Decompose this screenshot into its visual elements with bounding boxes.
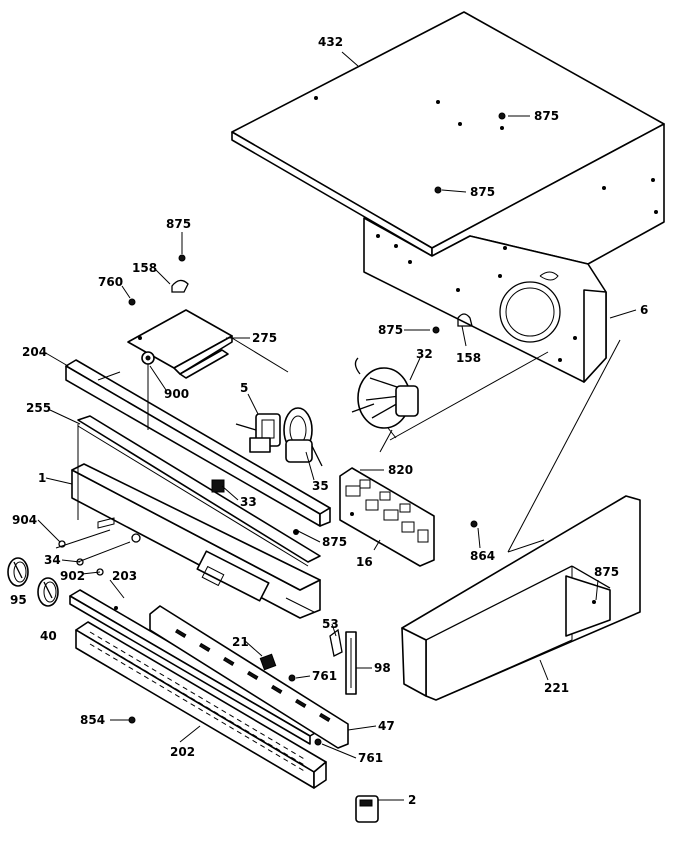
side-panel xyxy=(401,495,641,701)
lower-screws xyxy=(128,520,478,746)
rear-panel xyxy=(363,217,607,383)
callout-760: 760 xyxy=(98,275,123,289)
callout-221: 221 xyxy=(544,681,569,695)
callout-34: 34 xyxy=(44,553,61,567)
callout-5: 5 xyxy=(240,381,248,395)
callout-761-b: 761 xyxy=(358,751,383,765)
door-lock-assembly xyxy=(283,407,323,467)
callout-875-top: 875 xyxy=(534,109,559,123)
callout-95: 95 xyxy=(10,593,27,607)
grommet-900 xyxy=(141,351,155,365)
callout-875-fan: 875 xyxy=(378,323,403,337)
callout-35: 35 xyxy=(312,479,329,493)
front-panel-slots xyxy=(174,628,331,722)
knob-40 xyxy=(37,577,59,607)
vent-grille-slots xyxy=(89,631,307,773)
callout-33: 33 xyxy=(240,495,257,509)
callout-875-panel: 875 xyxy=(322,535,347,549)
part-21 xyxy=(259,653,277,671)
leader-lines xyxy=(37,51,637,801)
front-panel xyxy=(149,605,349,749)
callout-53: 53 xyxy=(322,617,339,631)
callout-6: 6 xyxy=(640,303,648,317)
spacer-strip xyxy=(77,415,321,567)
callout-875-bracket: 875 xyxy=(166,217,191,231)
callout-900: 900 xyxy=(164,387,189,401)
callout-21: 21 xyxy=(232,635,249,649)
callout-158-fan: 158 xyxy=(456,351,481,365)
bracket xyxy=(127,254,233,379)
callout-labels: 432 875 875 6 875 158 32 820 16 864 875 … xyxy=(10,35,648,807)
trim-strip xyxy=(65,359,331,527)
assembly-lines xyxy=(55,337,621,613)
callout-761-a: 761 xyxy=(312,669,337,683)
knob-95 xyxy=(7,557,29,587)
top-cover xyxy=(231,11,665,265)
callout-255: 255 xyxy=(26,401,51,415)
callout-47: 47 xyxy=(378,719,395,733)
control-board xyxy=(339,467,435,567)
callout-98: 98 xyxy=(374,661,391,675)
convection-fan xyxy=(351,357,419,439)
part-98 xyxy=(345,631,357,695)
rear-screws xyxy=(432,112,506,334)
callout-32: 32 xyxy=(416,347,433,361)
latch-motor xyxy=(235,413,281,453)
callout-432: 432 xyxy=(318,35,343,49)
callout-275: 275 xyxy=(252,331,277,345)
callout-854: 854 xyxy=(80,713,105,727)
control-panel xyxy=(71,463,321,619)
callout-904: 904 xyxy=(12,513,37,527)
callout-202: 202 xyxy=(170,745,195,759)
callout-40: 40 xyxy=(40,629,57,643)
callout-203: 203 xyxy=(112,569,137,583)
callout-204: 204 xyxy=(22,345,47,359)
callout-820: 820 xyxy=(388,463,413,477)
callout-2: 2 xyxy=(408,793,416,807)
callout-875-mid: 875 xyxy=(470,185,495,199)
callout-16: 16 xyxy=(356,555,373,569)
callout-864-right: 864 xyxy=(470,549,495,563)
part-2 xyxy=(355,795,379,823)
callout-875-side: 875 xyxy=(594,565,619,579)
vent-grille xyxy=(75,621,327,789)
callout-902: 902 xyxy=(60,569,85,583)
part-53 xyxy=(329,628,343,657)
callout-158-bracket: 158 xyxy=(132,261,157,275)
switch-33 xyxy=(211,479,225,493)
callout-1: 1 xyxy=(38,471,46,485)
